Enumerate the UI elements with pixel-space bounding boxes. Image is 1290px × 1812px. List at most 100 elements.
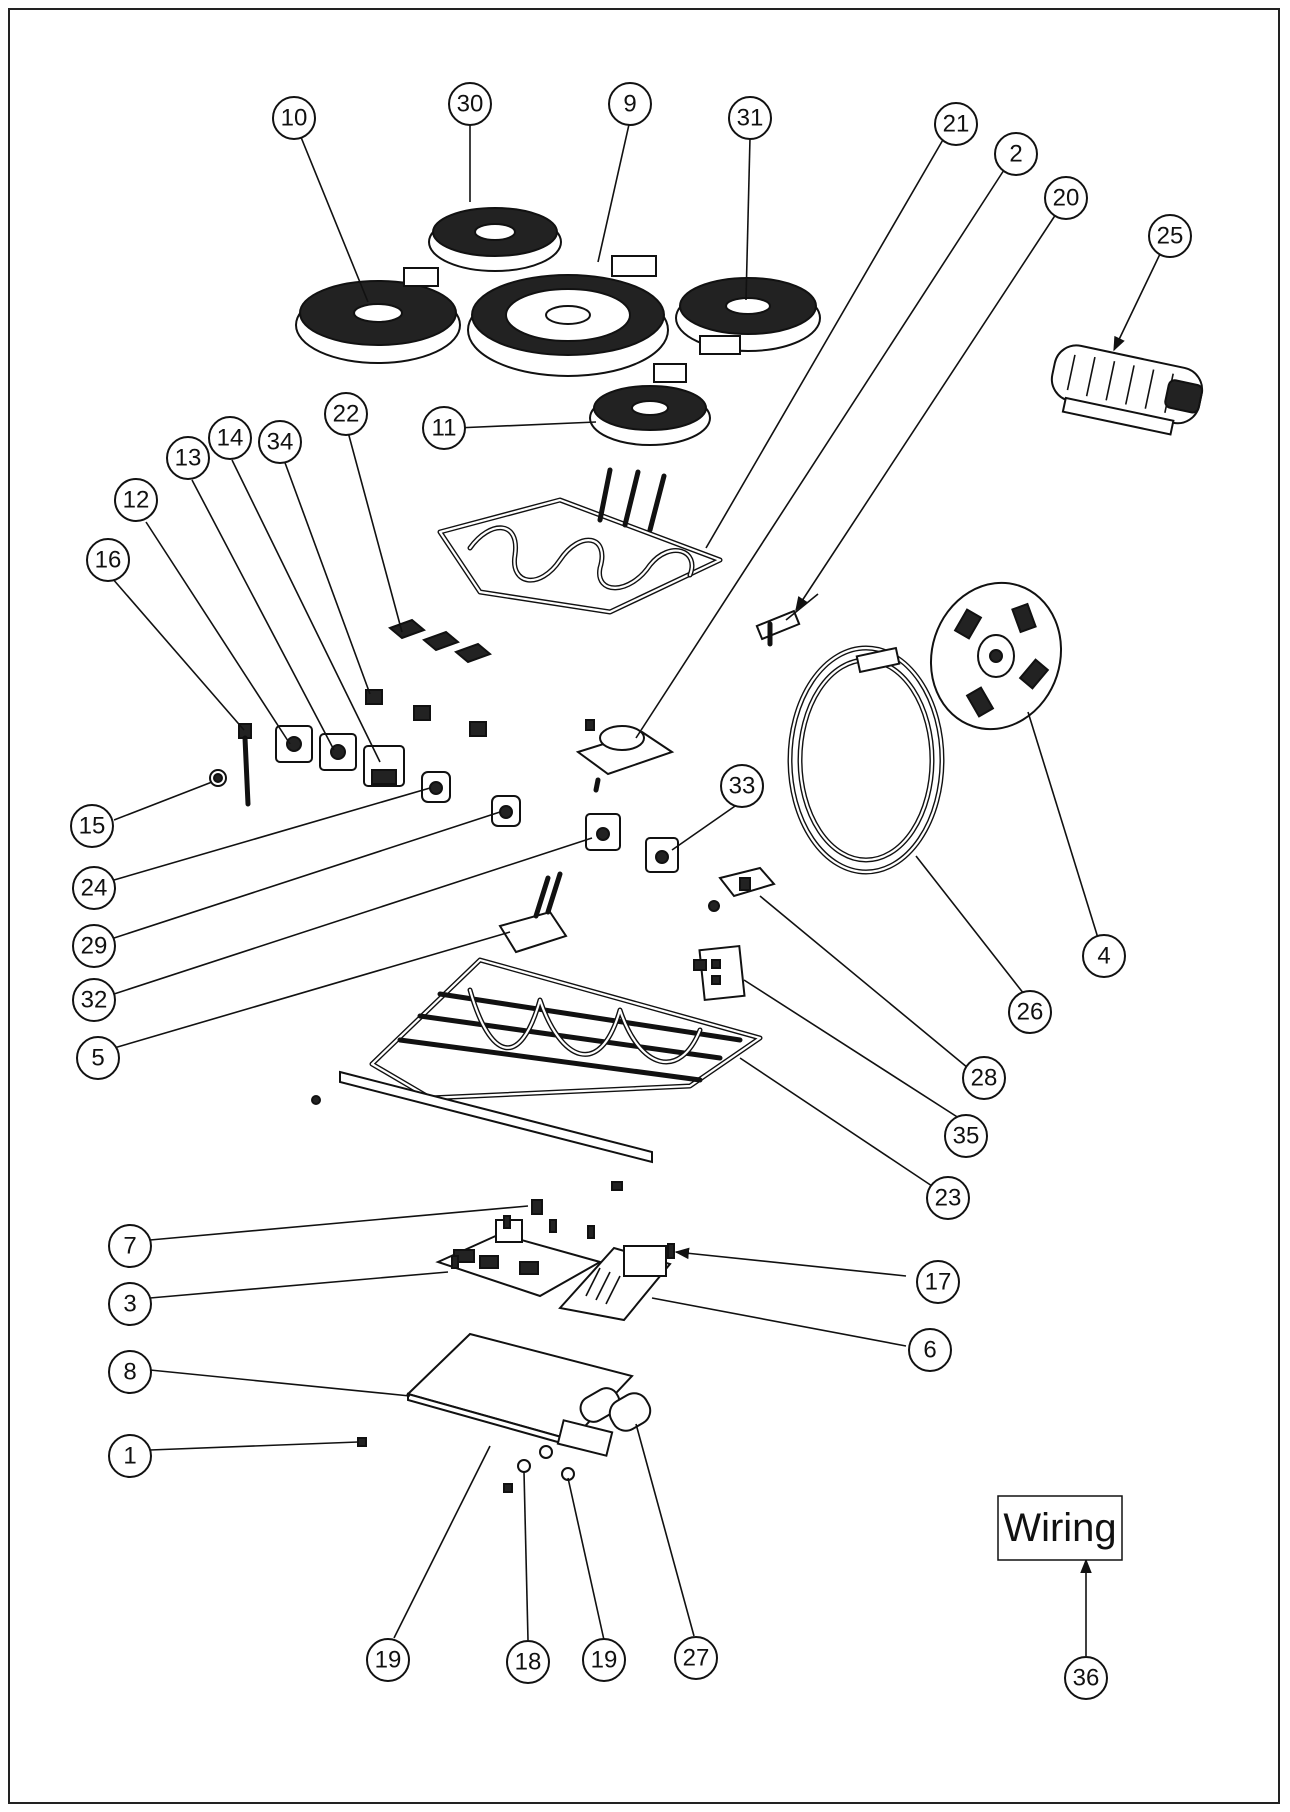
callout-12: 12 [114, 478, 158, 522]
hob-element-11 [589, 363, 711, 446]
callout-label: 5 [91, 1045, 104, 1072]
switch-33 [645, 837, 679, 873]
callout-label: 10 [281, 105, 308, 132]
capacitors-27 [579, 1387, 652, 1432]
screws-7 [451, 1199, 595, 1269]
callout-34: 34 [258, 420, 302, 464]
callout-19-left: 19 [366, 1638, 410, 1682]
callout-35: 35 [944, 1114, 988, 1158]
callout-5: 5 [76, 1036, 120, 1080]
terminal-block-5 [498, 871, 568, 954]
callout-label: 15 [79, 813, 106, 840]
callout-label: 3 [123, 1291, 136, 1318]
callout-label: 1 [123, 1443, 136, 1470]
callout-label: 36 [1073, 1665, 1100, 1692]
callout-label: 28 [971, 1065, 998, 1092]
callout-label: 26 [1017, 999, 1044, 1026]
switch-29 [491, 795, 521, 827]
hob-element-10 [295, 267, 461, 364]
callout-30: 30 [448, 82, 492, 126]
callout-label: 21 [943, 111, 970, 138]
hob-element-31 [675, 277, 821, 355]
callout-label: 22 [333, 401, 360, 428]
callout-9: 9 [608, 82, 652, 126]
callout-label: 19 [375, 1647, 402, 1674]
wiring-label: Wiring [1003, 1506, 1116, 1550]
callout-label: 12 [123, 487, 150, 514]
mounting-plate-8 [406, 1332, 634, 1457]
callout-13: 13 [166, 436, 210, 480]
tangential-fan-25 [1050, 344, 1204, 436]
callout-label: 16 [95, 547, 122, 574]
callout-18: 18 [506, 1640, 550, 1684]
callout-label: 19 [591, 1647, 618, 1674]
callout-19-right: 19 [582, 1638, 626, 1682]
callout-label: 35 [953, 1123, 980, 1150]
callout-label: 25 [1157, 223, 1184, 250]
callout-label: 33 [729, 773, 756, 800]
screw-17 [667, 1243, 675, 1259]
callout-28: 28 [962, 1056, 1006, 1100]
bottom-element-23 [311, 957, 763, 1191]
callout-label: 31 [737, 105, 764, 132]
callout-2: 2 [994, 132, 1038, 176]
callout-label: 32 [81, 987, 108, 1014]
callout-14: 14 [208, 416, 252, 460]
hob-element-30 [428, 207, 562, 272]
hotplate-group [295, 207, 821, 446]
callout-22: 22 [324, 392, 368, 436]
callout-15: 15 [70, 804, 114, 848]
callout-25: 25 [1148, 214, 1192, 258]
switch-32 [585, 813, 621, 851]
wiring-box [997, 1495, 1123, 1561]
switch-24 [421, 771, 451, 803]
callout-label: 8 [123, 1359, 136, 1386]
fasteners-18-19 [503, 1445, 575, 1493]
callout-26: 26 [1008, 990, 1052, 1034]
switch-assembly-35 [693, 944, 746, 1002]
hob-element-9 [467, 255, 669, 377]
callout-label: 17 [925, 1269, 952, 1296]
clips-34 [365, 689, 487, 737]
thermostat-2 [575, 719, 675, 793]
switch-13 [319, 733, 357, 771]
callout-21: 21 [934, 102, 978, 146]
callout-29: 29 [72, 924, 116, 968]
callout-27: 27 [674, 1636, 718, 1680]
callout-3: 3 [108, 1282, 152, 1326]
callout-8: 8 [108, 1350, 152, 1394]
callout-32: 32 [72, 978, 116, 1022]
callout-6: 6 [908, 1328, 952, 1372]
callout-label: 4 [1097, 943, 1110, 970]
pcb-3 [435, 1219, 603, 1298]
grommet-15 [209, 769, 227, 787]
callout-label: 14 [217, 425, 244, 452]
wiring-reference: Wiring [997, 1495, 1123, 1561]
callout-label: 13 [175, 445, 202, 472]
callout-label: 20 [1053, 185, 1080, 212]
cable-tie-16 [238, 723, 252, 807]
callout-label: 29 [81, 933, 108, 960]
clip-1 [357, 1437, 367, 1447]
callout-20: 20 [1044, 176, 1088, 220]
fan-guard-4 [929, 581, 1063, 731]
circular-element-26 [787, 645, 945, 875]
callout-label: 27 [683, 1645, 710, 1672]
element-brackets-22 [388, 618, 492, 664]
terminal-block-20 [755, 593, 819, 647]
callout-23: 23 [926, 1176, 970, 1220]
callout-label: 11 [432, 415, 457, 442]
callout-11: 11 [422, 406, 466, 450]
callout-1: 1 [108, 1434, 152, 1478]
callout-36: 36 [1064, 1656, 1108, 1700]
grill-element-21 [437, 467, 723, 615]
callout-33: 33 [720, 764, 764, 808]
callout-label: 7 [123, 1233, 136, 1260]
door-switch-28 [708, 866, 776, 912]
callout-label: 18 [515, 1649, 542, 1676]
switch-14 [363, 745, 405, 787]
callout-16: 16 [86, 538, 130, 582]
callout-label: 6 [923, 1337, 936, 1364]
callout-24: 24 [72, 866, 116, 910]
